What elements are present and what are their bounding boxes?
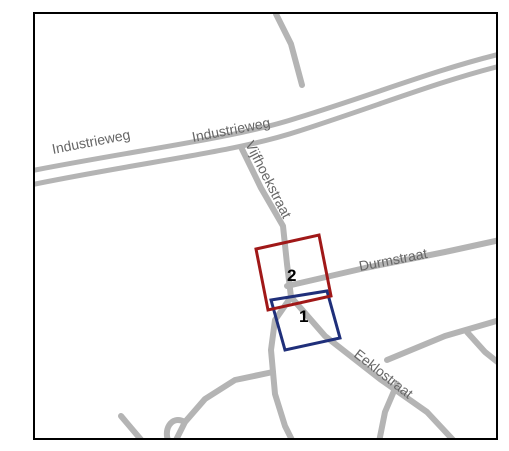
road-south (268, 294, 295, 438)
road-bottom-right (376, 381, 400, 438)
road-southwest (173, 369, 276, 438)
industrieweg-road-north (35, 52, 496, 173)
street-label-vijfhoekstraat: Vijfhoekstraat (242, 138, 295, 221)
road-east-branch (464, 329, 496, 365)
zone-2-label: 2 (287, 266, 296, 285)
road-north (273, 14, 305, 88)
vijfhoekstraat-road (238, 144, 294, 300)
zone-1-outline[interactable] (269, 289, 342, 352)
map-frame: 2 1 Industrieweg Industrieweg Vijfhoekst… (33, 12, 498, 440)
eeklostraat-road (288, 294, 456, 438)
industrieweg-road-south (35, 64, 496, 187)
road-loop (163, 417, 188, 438)
zone-2-outline[interactable] (254, 233, 333, 312)
street-map[interactable]: 2 1 Industrieweg Industrieweg Vijfhoekst… (35, 14, 498, 440)
zone-1-label: 1 (299, 307, 308, 326)
street-label-durmstraat: Durmstraat (358, 245, 429, 274)
road-west-diagonal (118, 413, 144, 438)
road-east (384, 318, 496, 363)
